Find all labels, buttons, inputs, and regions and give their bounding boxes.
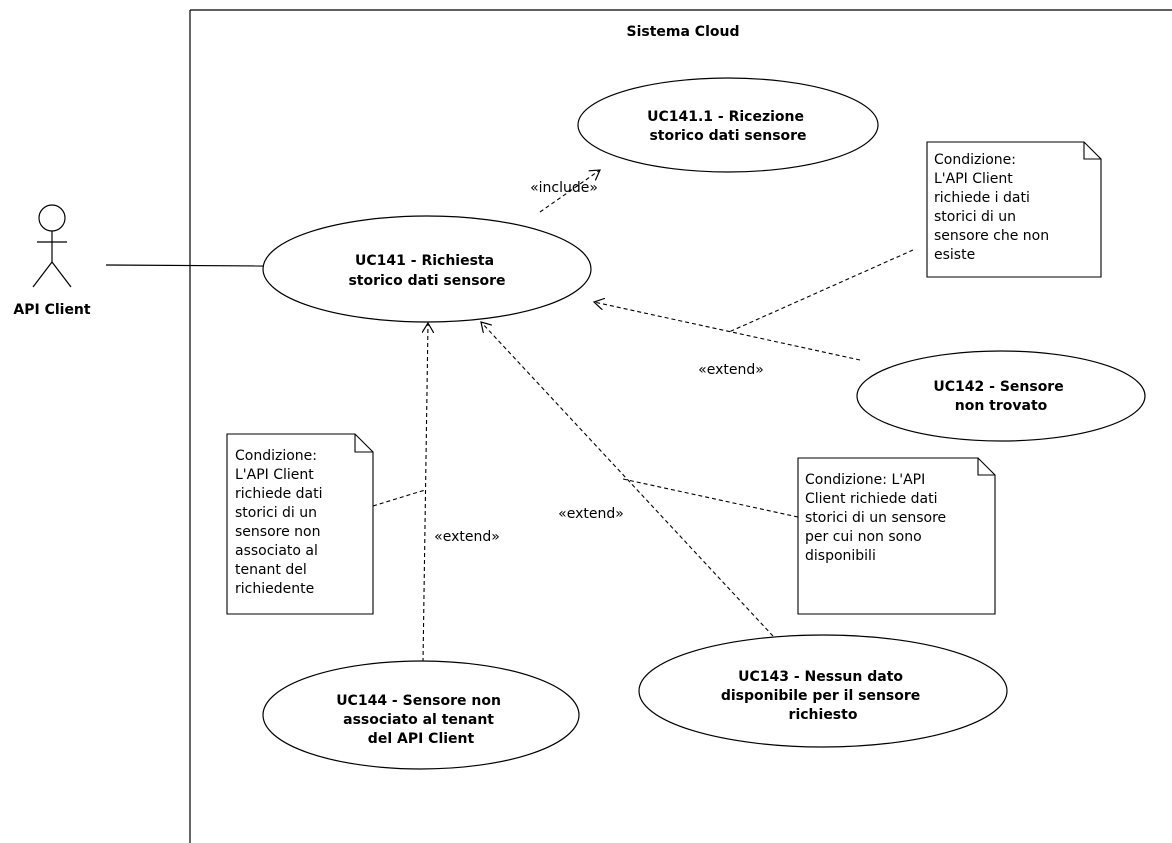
use-case-label: UC141.1 - Ricezione storico dati sensore bbox=[647, 109, 809, 144]
use-case-label: UC141 - Richiesta storico dati sensore bbox=[348, 253, 505, 289]
note-line: L'API Client bbox=[235, 467, 314, 483]
note-line: L'API Client bbox=[934, 171, 1013, 187]
extend-label-uc143: «extend» bbox=[558, 506, 624, 522]
note-uc143: Condizione: L'API Client richiede dati s… bbox=[797, 457, 996, 615]
use-case-label: UC144 - Sensore non associato al tenant … bbox=[336, 693, 506, 747]
use-case-uc141-1[interactable]: UC141.1 - Ricezione storico dati sensore bbox=[577, 77, 879, 173]
note-line: disponibili bbox=[805, 548, 876, 564]
note-line: richiede dati bbox=[235, 486, 323, 502]
use-case-uc144[interactable]: UC144 - Sensore non associato al tenant … bbox=[262, 660, 580, 770]
use-case-label-line: UC141 - Richiesta bbox=[355, 253, 494, 269]
note-line: Client richiede dati bbox=[805, 491, 938, 507]
actor-api-client[interactable]: API Client bbox=[13, 204, 91, 318]
note-connector-uc144 bbox=[372, 489, 426, 507]
use-case-label: UC142 - Sensore non trovato bbox=[933, 379, 1068, 414]
note-line: sensore che non bbox=[934, 228, 1049, 244]
use-case-label-line: non trovato bbox=[955, 398, 1048, 414]
extend-arrow-uc144 bbox=[423, 323, 428, 663]
use-case-label-line: associato al tenant bbox=[343, 712, 494, 728]
include-arrow bbox=[539, 170, 600, 213]
use-case-uc141[interactable]: UC141 - Richiesta storico dati sensore bbox=[262, 215, 592, 323]
use-case-label-line: storico dati sensore bbox=[348, 273, 505, 289]
system-title: Sistema Cloud bbox=[627, 24, 740, 40]
use-case-label-line: disponibile per il sensore bbox=[721, 688, 920, 704]
note-connector-uc142 bbox=[728, 249, 914, 333]
use-case-uc142[interactable]: UC142 - Sensore non trovato bbox=[856, 350, 1146, 442]
include-label: «include» bbox=[530, 180, 598, 196]
note-line: Condizione: bbox=[235, 448, 317, 464]
use-case-label-line: UC144 - Sensore non bbox=[336, 693, 501, 709]
note-line: storici di un sensore bbox=[805, 510, 946, 526]
note-line: tenant del bbox=[235, 562, 307, 578]
note-line: per cui non sono bbox=[805, 529, 922, 545]
note-line: esiste bbox=[934, 247, 975, 263]
note-line: sensore non bbox=[235, 524, 320, 540]
note-text: Condizione: L'API Client richiede i dati… bbox=[934, 152, 1054, 263]
actor-name: API Client bbox=[13, 302, 91, 318]
note-uc142: Condizione: L'API Client richiede i dati… bbox=[926, 141, 1102, 278]
extend-arrow-uc142 bbox=[594, 302, 861, 361]
note-connector-uc143 bbox=[622, 478, 799, 518]
association-line bbox=[105, 264, 264, 267]
use-case-label-line: UC142 - Sensore bbox=[933, 379, 1063, 395]
note-line: storici di un bbox=[235, 505, 317, 521]
use-case-label-line: del API Client bbox=[368, 731, 475, 747]
extend-label-uc144: «extend» bbox=[434, 529, 500, 545]
use-case-label-line: storico dati sensore bbox=[649, 128, 806, 144]
system-boundary: Sistema Cloud bbox=[189, 9, 1172, 843]
use-case-label: UC143 - Nessun dato disponibile per il s… bbox=[721, 669, 925, 723]
note-line: Condizione: bbox=[934, 152, 1016, 168]
note-line: associato al bbox=[235, 543, 318, 559]
use-case-label-line: UC143 - Nessun dato bbox=[738, 669, 903, 685]
use-case-label-line: UC141.1 - Ricezione bbox=[647, 109, 804, 125]
note-line: Condizione: L'API bbox=[805, 472, 925, 488]
note-text: Condizione: L'API Client richiede dati s… bbox=[235, 448, 327, 597]
use-case-uc143[interactable]: UC143 - Nessun dato disponibile per il s… bbox=[638, 634, 1008, 748]
use-case-label-line: richiesto bbox=[789, 707, 858, 723]
extend-label-uc142: «extend» bbox=[698, 362, 764, 378]
actor-head bbox=[38, 204, 66, 232]
note-line: richiede i dati bbox=[934, 190, 1030, 206]
note-line: richiedente bbox=[235, 581, 314, 597]
note-line: storici di un bbox=[934, 209, 1016, 225]
note-uc144: Condizione: L'API Client richiede dati s… bbox=[226, 433, 374, 615]
extend-arrow-uc143 bbox=[481, 322, 774, 637]
note-text: Condizione: L'API Client richiede dati s… bbox=[805, 472, 951, 564]
